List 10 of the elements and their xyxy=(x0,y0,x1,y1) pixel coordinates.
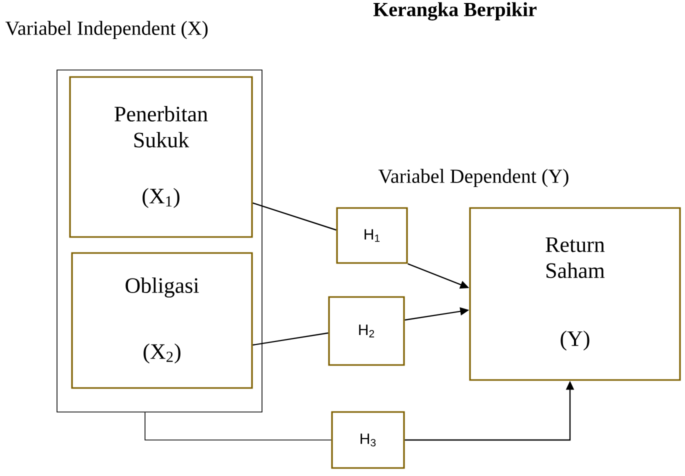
heading: Variabel Dependent (Y) xyxy=(378,168,568,188)
hypothesis-box: H$_{3}$ xyxy=(331,411,405,469)
title: Kerangka Berpikir xyxy=(373,2,537,20)
variable-box: Penerbitan Sukuk (X$_{1}$) xyxy=(69,76,253,238)
hypothesis-box: H$_{1}$ xyxy=(336,207,408,264)
variable-box: Obligasi (X$_{2}$) xyxy=(71,252,253,389)
hypothesis-box: H$_{2}$ xyxy=(328,296,405,366)
heading: Variabel Independent (X) xyxy=(5,20,208,40)
group-box xyxy=(56,70,262,412)
variable-box: Return Saham (Y) xyxy=(469,207,681,381)
